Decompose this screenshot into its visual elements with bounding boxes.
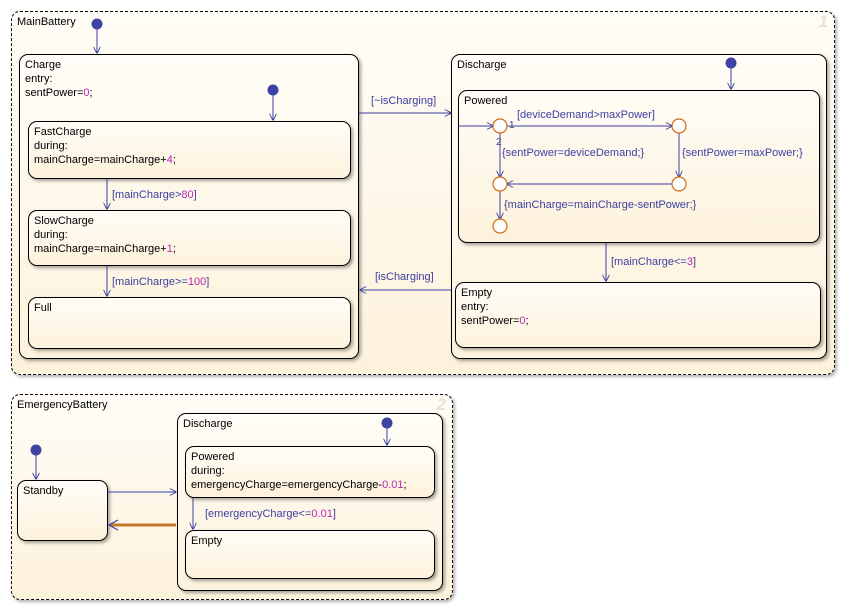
full-label: Full: [34, 302, 52, 314]
slow-charge-label: SlowCharge during: mainCharge=mainCharge…: [34, 215, 176, 255]
emergency-discharge-default-dot: [381, 417, 393, 429]
discharge-label: Discharge: [457, 59, 507, 71]
fast-charge-label: FastCharge during: mainCharge=mainCharge…: [34, 126, 176, 166]
junction-decision: [492, 118, 508, 134]
emergency-empty-state[interactable]: Empty: [185, 530, 435, 579]
junction-merge: [492, 176, 508, 192]
junction-max: [671, 118, 687, 134]
emergency-battery-label: EmergencyBattery: [17, 399, 108, 411]
charge-to-discharge-label[interactable]: [~isCharging]: [371, 95, 437, 107]
sent-eq-demand-label[interactable]: {sentPower=deviceDemand;}: [502, 147, 645, 159]
standby-state[interactable]: Standby: [17, 480, 108, 541]
main-default-dot: [91, 18, 103, 30]
demand-gt-max-label[interactable]: [deviceDemand>maxPower]: [517, 109, 655, 121]
charge-default-dot: [267, 84, 279, 96]
charge-minus-sent-label[interactable]: {mainCharge=mainCharge-sentPower;}: [504, 199, 697, 211]
discharge-default-dot: [725, 57, 737, 69]
emergency-battery-number: 2: [436, 395, 446, 414]
emergency-default-dot: [30, 444, 42, 456]
emergency-powered-to-empty-label[interactable]: [emergencyCharge<=0.01]: [205, 508, 336, 520]
main-battery-label: MainBattery: [17, 16, 76, 28]
junction-right: [671, 176, 687, 192]
charge-label: Charge entry: sentPower=0;: [25, 59, 93, 99]
discharge-to-charge-label[interactable]: [isCharging]: [375, 271, 434, 283]
order-2-label: 2: [496, 137, 502, 148]
fast-charge-state[interactable]: FastCharge during: mainCharge=mainCharge…: [28, 121, 351, 179]
fast-to-slow-label[interactable]: [mainCharge>80]: [112, 189, 197, 201]
main-battery-number: 1: [818, 12, 828, 31]
discharge-to-standby-arrowhead: [107, 519, 119, 531]
emergency-powered-state[interactable]: Powered during: emergencyCharge=emergenc…: [185, 446, 435, 498]
emergency-powered-label: Powered during: emergencyCharge=emergenc…: [191, 451, 407, 491]
slow-to-full-label[interactable]: [mainCharge>=100]: [112, 276, 210, 288]
main-empty-label: Empty entry: sentPower=0;: [461, 287, 529, 327]
standby-label: Standby: [23, 485, 64, 497]
full-state[interactable]: Full: [28, 297, 351, 349]
powered-state[interactable]: Powered: [458, 90, 820, 243]
junction-terminal: [492, 218, 508, 234]
powered-label: Powered: [464, 95, 508, 107]
powered-to-empty-label[interactable]: [mainCharge<=3]: [611, 256, 697, 268]
sent-eq-max-label[interactable]: {sentPower=maxPower;}: [682, 147, 803, 159]
emergency-empty-label: Empty: [191, 535, 223, 547]
main-empty-state[interactable]: Empty entry: sentPower=0;: [455, 282, 821, 348]
emergency-discharge-label: Discharge: [183, 418, 233, 430]
slow-charge-state[interactable]: SlowCharge during: mainCharge=mainCharge…: [28, 210, 351, 266]
order-1-label: 1: [509, 120, 515, 131]
